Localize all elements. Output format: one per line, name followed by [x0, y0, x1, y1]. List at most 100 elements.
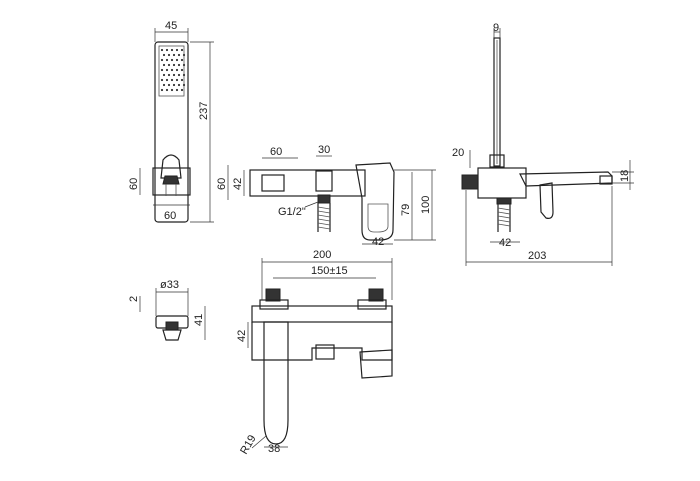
dim-side-top: 60 — [270, 146, 282, 158]
holder-block — [152, 167, 191, 196]
escutcheon-nut — [165, 321, 179, 331]
eccentric-left — [265, 288, 281, 302]
dim-holder-height: 60 — [128, 178, 140, 190]
spray-nozzle — [182, 53, 186, 57]
spray-nozzle — [162, 53, 166, 57]
inlet-nut-right — [496, 197, 512, 205]
spray-nozzle — [170, 58, 174, 62]
dim-hand-width: 45 — [165, 20, 177, 32]
wall-nut — [461, 174, 479, 190]
thread-label: G1/2" — [278, 206, 306, 218]
spray-nozzle — [172, 83, 176, 87]
dim-connector: 30 — [318, 144, 330, 156]
inlet-thread — [317, 203, 331, 232]
spray-nozzle — [167, 83, 171, 87]
spray-nozzle — [162, 63, 166, 67]
spray-nozzle — [160, 68, 164, 72]
side-cap — [261, 174, 285, 192]
dim-spout-thickness: 18 — [619, 170, 631, 182]
spray-nozzle — [180, 78, 184, 82]
dim-wall-offset: 20 — [452, 147, 464, 159]
hand-shower-body — [154, 41, 189, 223]
spray-nozzle — [177, 63, 181, 67]
side-view: 60 30 60 42 G1/2" 79 100 42 — [216, 144, 436, 248]
spray-nozzle — [170, 88, 174, 92]
rail-bracket — [489, 154, 505, 168]
inlet-thread-right — [497, 204, 511, 232]
spout-front — [359, 349, 393, 379]
holder-nut — [162, 175, 180, 185]
slide-rail — [493, 37, 501, 167]
dim-body-height: 42 — [236, 330, 248, 342]
spray-nozzle — [175, 58, 179, 62]
spray-nozzle — [165, 58, 169, 62]
diverter — [315, 344, 335, 360]
dim-rail-width: 9 — [493, 22, 499, 34]
dim-hand-height: 237 — [198, 102, 210, 120]
spray-nozzle — [160, 48, 164, 52]
mixer-body-front — [251, 305, 393, 323]
spray-nozzle — [182, 83, 186, 87]
spray-nozzle — [165, 48, 169, 52]
dim-total-height: 100 — [420, 196, 432, 214]
spray-nozzle — [165, 68, 169, 72]
spray-nozzle — [177, 73, 181, 77]
dim-spout-height: 79 — [400, 204, 412, 216]
dim-escutcheon-thickness: 2 — [128, 296, 140, 302]
dim-escutcheon-diameter: ø33 — [160, 279, 179, 291]
spray-nozzle — [170, 68, 174, 72]
spray-nozzle — [175, 68, 179, 72]
spray-nozzle — [170, 78, 174, 82]
spray-nozzle — [177, 53, 181, 57]
dim-holder-width: 60 — [164, 210, 176, 222]
escutcheon-stem — [162, 329, 182, 341]
spray-nozzle — [167, 63, 171, 67]
spray-nozzle — [165, 78, 169, 82]
lever-front — [263, 321, 289, 445]
hand-shower-view: 45 237 60 60 — [128, 20, 214, 223]
spray-nozzle — [172, 53, 176, 57]
spray-nozzle — [182, 63, 186, 67]
flange-right — [357, 299, 387, 310]
spray-nozzle — [172, 73, 176, 77]
spray-nozzle — [160, 78, 164, 82]
spray-nozzle — [165, 88, 169, 92]
spout-right — [519, 171, 613, 187]
eccentric-right — [368, 288, 384, 302]
spray-nozzle — [182, 73, 186, 77]
dim-total-width: 200 — [313, 249, 331, 261]
spray-nozzle — [180, 68, 184, 72]
spray-nozzle — [177, 83, 181, 87]
spray-nozzle — [175, 88, 179, 92]
lever-right — [539, 182, 554, 219]
spray-nozzle — [162, 73, 166, 77]
spray-nozzle — [180, 48, 184, 52]
spray-nozzle — [160, 58, 164, 62]
spray-nozzle — [162, 83, 166, 87]
flange-left — [259, 299, 289, 310]
spray-nozzle — [167, 73, 171, 77]
dim-spout-depth: 42 — [372, 236, 384, 248]
body-lower — [251, 322, 393, 361]
spout-side — [355, 162, 395, 241]
mixer-body-right — [477, 167, 527, 199]
dim-center-distance: 150±15 — [311, 265, 348, 277]
dim-right-depth: 42 — [499, 237, 511, 249]
spray-nozzle — [172, 63, 176, 67]
dim-side-height-left: 60 — [216, 178, 228, 190]
spray-nozzles — [160, 48, 186, 92]
right-view: 20 9 42 18 203 — [452, 22, 634, 266]
spray-nozzle — [160, 88, 164, 92]
dim-side-height-inner: 42 — [232, 178, 244, 190]
spray-nozzle — [170, 48, 174, 52]
dim-escutcheon-height: 41 — [193, 314, 205, 326]
escutcheon-view: ø33 2 41 — [128, 279, 206, 341]
spray-nozzle — [175, 48, 179, 52]
spray-nozzle — [180, 58, 184, 62]
dim-total-depth: 203 — [528, 250, 546, 262]
front-view: 200 150±15 42 R19 38 — [236, 249, 393, 457]
mixer-body-side — [249, 169, 366, 197]
side-connector — [315, 170, 333, 192]
holder-clip — [160, 154, 182, 179]
